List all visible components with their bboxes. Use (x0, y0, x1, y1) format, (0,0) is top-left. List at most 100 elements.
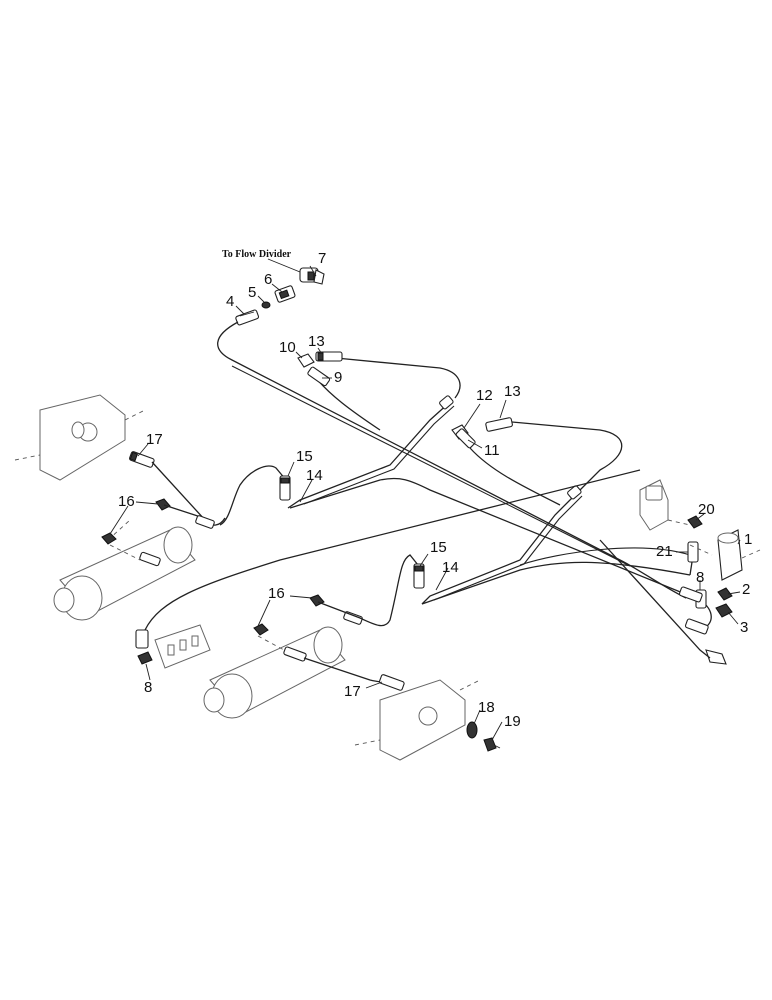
callout-9: 9 (334, 369, 342, 386)
callout-14-upper: 14 (306, 467, 323, 484)
tube-14-lower (421, 491, 579, 605)
fitting-2 (717, 587, 733, 601)
leader-14a (299, 479, 313, 503)
hose-21 (689, 561, 693, 576)
hose-end-16-upper (195, 515, 215, 529)
callout-19: 19 (504, 713, 521, 730)
callout-12: 12 (476, 387, 493, 404)
leader-19 (491, 721, 503, 741)
callout-16-upper: 16 (118, 493, 135, 510)
hose-13-upper (335, 357, 461, 399)
tube-14-lower-b (433, 495, 583, 601)
leader-15b (419, 553, 429, 567)
valve-body-1 (717, 529, 743, 581)
callout-15-upper: 15 (296, 448, 313, 465)
callout-17-upper: 17 (146, 431, 163, 448)
hose-cross-long (144, 469, 641, 631)
leader-20 (695, 513, 705, 521)
bolt-19 (483, 737, 501, 752)
tube-14-upper-b (303, 405, 455, 505)
hose-end-17-upper (129, 451, 155, 468)
leader-16c (257, 599, 271, 627)
callout-4: 4 (226, 293, 234, 310)
leader-8a (145, 663, 151, 681)
mount-plate-lower (354, 679, 481, 761)
callout-13-upper: 13 (308, 333, 325, 350)
callout-13-right: 13 (504, 383, 521, 400)
callout-18: 18 (478, 699, 495, 716)
leader-2 (727, 591, 741, 595)
hose-end-13-upper (315, 351, 343, 362)
leader-7 (309, 265, 317, 277)
leader-16a (109, 505, 129, 535)
valve-body-upper-right (639, 479, 669, 531)
leader-16d (289, 595, 313, 599)
callout-8-left: 8 (144, 679, 152, 696)
hose-end-16-lower (343, 611, 363, 625)
hose-end-right-b (684, 618, 709, 635)
elbow-10 (297, 353, 315, 368)
hose-end-15-lower (413, 563, 425, 589)
caption-to-flow-divider: To Flow Divider (222, 249, 292, 260)
leader-4 (235, 305, 245, 315)
leader-13a (317, 347, 323, 355)
leader-6 (271, 283, 283, 293)
callout-6: 6 (264, 271, 272, 288)
leader-13b (499, 399, 507, 419)
leader-5 (257, 295, 265, 303)
elbow-16-upper-a (101, 532, 117, 545)
elbow-16-lower-b (309, 594, 325, 607)
hose-15-lower (317, 554, 419, 627)
tee-3 (715, 603, 733, 618)
hose-end-cyl-upper (139, 551, 161, 567)
tube-nut-upper (439, 395, 454, 410)
mount-plate-upper-left (14, 394, 146, 481)
hose-cross-upper (289, 477, 712, 631)
callout-8-right: 8 (696, 569, 704, 586)
hose-end-13-right (485, 417, 513, 432)
leader-18 (473, 709, 481, 725)
hose-13-right (511, 421, 623, 496)
callout-21: 21 (656, 543, 673, 560)
callout-17-lower: 17 (344, 683, 361, 700)
leader-12 (463, 403, 481, 429)
caption-leader (267, 258, 301, 273)
callout-1: 1 (744, 531, 752, 548)
callout-10: 10 (279, 339, 296, 356)
hose-end-right-a (678, 586, 703, 603)
leader-16b (135, 501, 159, 505)
hose-right-bottom (599, 539, 711, 659)
washer-18 (466, 721, 478, 739)
callout-20: 20 (698, 501, 715, 518)
valve-block-lower-left (154, 624, 211, 669)
elbow-16-lower-a (253, 623, 269, 636)
leader-11 (467, 439, 483, 449)
elbow-16-upper-b (155, 498, 171, 511)
hose-end-4 (235, 309, 260, 326)
callout-14-lower: 14 (442, 559, 459, 576)
hose-17-upper (151, 461, 226, 526)
callout-3: 3 (740, 619, 748, 636)
flow-divider-fitting (299, 267, 325, 285)
hose-cross-short (519, 547, 691, 566)
callout-2: 2 (742, 581, 750, 598)
callout-7: 7 (318, 250, 326, 267)
leader-15a (287, 461, 295, 477)
cylinder-lower (203, 626, 346, 719)
callout-5: 5 (248, 284, 256, 301)
callout-15-lower: 15 (430, 539, 447, 556)
leader-1 (737, 539, 741, 545)
leader-17a (137, 443, 149, 457)
hose-end-21 (687, 541, 699, 563)
elbow-right-bottom (705, 649, 727, 665)
hose-end-9 (307, 366, 331, 387)
cylinder-upper-left (53, 519, 196, 621)
leader-17b (365, 681, 383, 689)
hose-end-15-upper (279, 475, 291, 501)
leader-14b (435, 567, 449, 591)
tube-nut-lower (567, 485, 582, 500)
callout-11: 11 (484, 442, 500, 459)
tube-14-upper (287, 401, 451, 509)
leader-10 (295, 351, 303, 359)
